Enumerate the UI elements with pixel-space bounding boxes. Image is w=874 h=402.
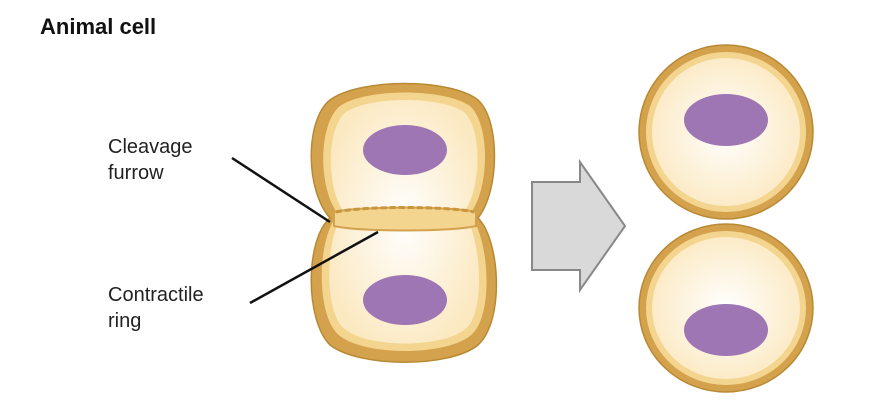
dividing-cell bbox=[310, 82, 498, 363]
cleavage-furrow-label: Cleavage furrow bbox=[108, 134, 193, 186]
contractile-ring-label-line1: Contractile bbox=[108, 284, 204, 306]
cleavage-furrow-label-line2: furrow bbox=[108, 162, 164, 184]
daughter-cell-bottom-nucleus bbox=[684, 304, 768, 356]
arrow-icon bbox=[531, 158, 627, 294]
nucleus-top bbox=[363, 125, 447, 175]
cleavage-furrow bbox=[333, 206, 477, 232]
cleavage-furrow-leader-line bbox=[231, 156, 331, 224]
contractile-ring-label: Contractile ring bbox=[108, 282, 204, 334]
cleavage-furrow-label-line1: Cleavage bbox=[108, 136, 193, 158]
daughter-cell-top bbox=[638, 44, 814, 220]
nucleus-bottom bbox=[363, 275, 447, 325]
diagram-title: Animal cell bbox=[40, 14, 157, 39]
contractile-ring-label-line2: ring bbox=[108, 310, 142, 332]
contractile-ring bbox=[335, 206, 475, 214]
daughter-cell-bottom bbox=[638, 223, 814, 393]
daughter-cell-top-nucleus bbox=[684, 94, 768, 146]
contractile-ring-leader-line bbox=[249, 230, 379, 305]
